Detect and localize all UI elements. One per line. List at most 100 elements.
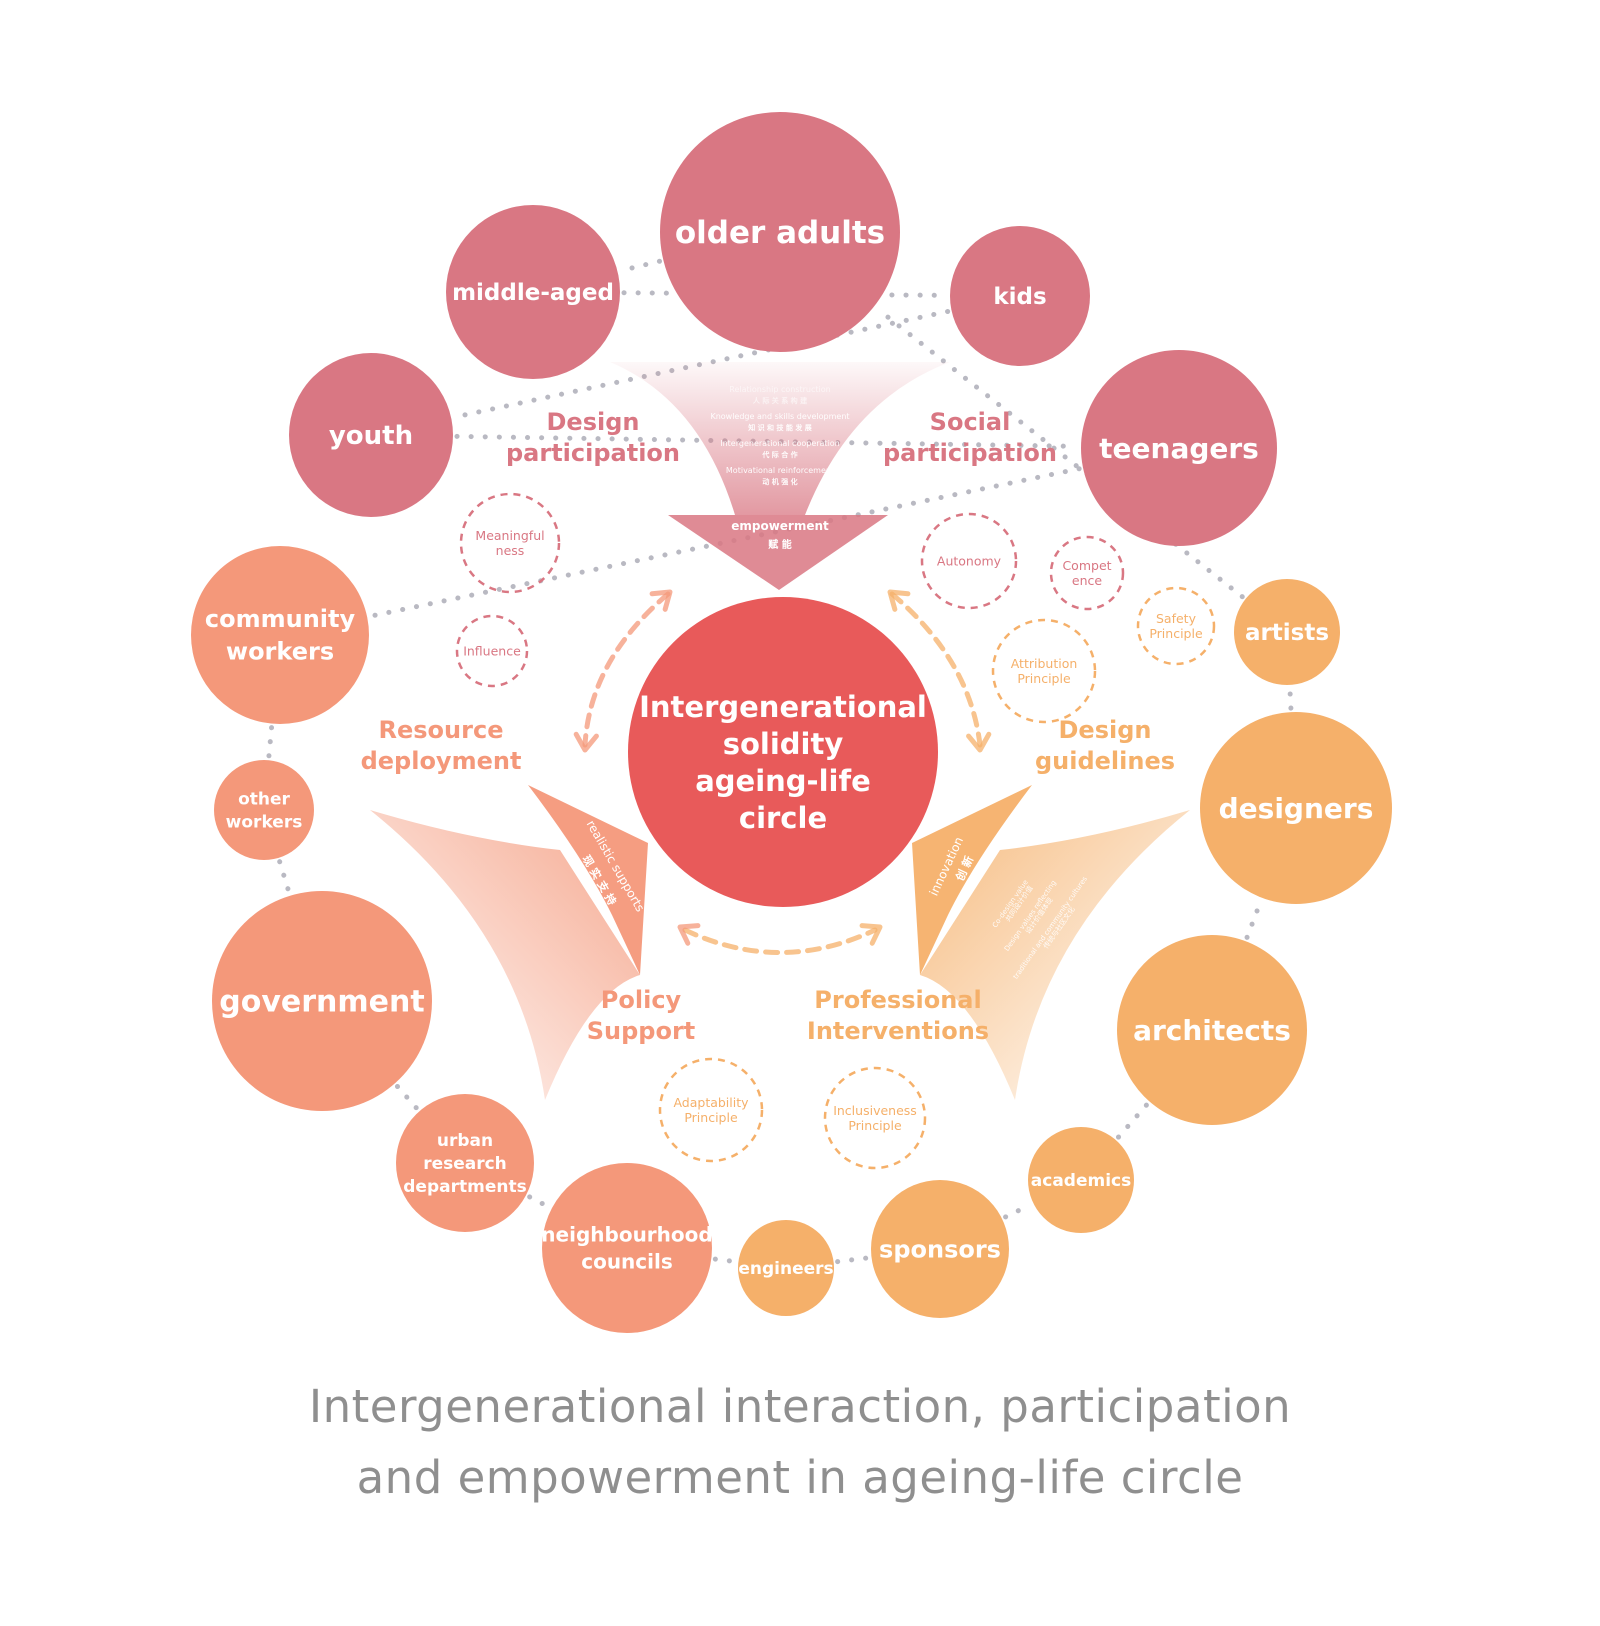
connector-dotted-line <box>1115 1102 1150 1140</box>
node-circle <box>214 760 314 860</box>
node-circle <box>446 205 620 379</box>
section-design-guidelines: Design guidelines <box>1035 716 1175 775</box>
principle-label: Principle <box>684 1110 738 1125</box>
node-circle <box>191 546 369 724</box>
section-label: Design <box>547 408 640 436</box>
node-artists: artists <box>1234 579 1340 685</box>
principle-label: Principle <box>1149 626 1203 641</box>
node-label: workers <box>226 638 334 666</box>
principle-label: Attribution <box>1011 656 1078 671</box>
dashed-arrow-right <box>889 591 983 748</box>
arrowhead-icon <box>966 731 992 753</box>
node-label: other <box>238 789 290 809</box>
caption-line-2: and empowerment in ageing-life circle <box>356 1451 1244 1504</box>
principle-circle <box>455 614 529 688</box>
funnel-item-text: 代 际 合 作 <box>761 450 797 459</box>
node-circle <box>1117 935 1307 1125</box>
node-label: kids <box>993 284 1046 310</box>
funnel-item-text: 动 机 强 化 <box>762 477 797 486</box>
principle-circle <box>823 1066 927 1170</box>
principle-label: Autonomy <box>937 554 1002 569</box>
funnel-item-text: Motivational reinforcement <box>726 466 834 475</box>
principle-circle <box>459 492 561 594</box>
node-architects: architects <box>1117 935 1307 1125</box>
section-label: deployment <box>361 747 522 775</box>
dashed-arrow-left <box>582 591 671 748</box>
connector-dotted-line <box>266 725 275 759</box>
principle-label: Inclusiveness <box>833 1103 917 1118</box>
node-label: engineers <box>738 1259 833 1279</box>
node-label: older adults <box>675 215 885 251</box>
arrowhead-icon <box>887 589 911 612</box>
node-circle <box>542 1163 712 1333</box>
connector-dotted-line <box>277 859 292 895</box>
empowerment-label: empowerment <box>731 519 829 533</box>
principle-circle <box>991 618 1097 724</box>
node-sponsors: sponsors <box>871 1180 1009 1318</box>
principle-label: Influence <box>463 644 521 659</box>
principle-label: Compet <box>1062 558 1111 573</box>
center-title-line: solidity <box>723 727 844 761</box>
center-title-line: circle <box>739 801 827 835</box>
node-designers: designers <box>1200 712 1392 904</box>
funnel-item-text: Knowledge and skills development <box>710 412 849 421</box>
node-label: government <box>219 985 424 1020</box>
funnel-item-text: 知 识 和 技 能 发 展 <box>747 423 813 432</box>
connector-dotted-line <box>712 1256 737 1265</box>
node-label: urban <box>437 1131 493 1151</box>
node-label: departments <box>403 1177 526 1197</box>
node-label: community <box>205 605 356 633</box>
connector-dotted-line <box>621 290 949 298</box>
center-circle: Intergenerationalsolidityageing-lifecirc… <box>628 597 938 907</box>
node-label: workers <box>226 812 303 832</box>
funnel-item-text: Intergenerational cooperation <box>720 439 840 448</box>
section-label: guidelines <box>1035 747 1175 775</box>
principle-circle <box>658 1057 764 1163</box>
funnel-item-text: Relationship construction <box>729 385 830 394</box>
node-circle <box>1234 579 1340 685</box>
node-government: government <box>212 891 432 1111</box>
principle-label: Adaptability <box>673 1095 749 1110</box>
node-label: middle-aged <box>452 280 614 306</box>
node-community-workers: community workers <box>191 546 369 724</box>
connector-dotted-line <box>1003 1202 1033 1220</box>
dashed-arrow-bottom <box>682 927 878 955</box>
right-arrowhead <box>912 785 1032 975</box>
node-circle <box>289 353 453 517</box>
node-circle <box>1081 350 1277 546</box>
arrowhead-icon <box>649 589 673 612</box>
node-engineers: engineers <box>738 1220 834 1316</box>
node-circle <box>212 891 432 1111</box>
node-older-adults: older adults <box>660 112 900 352</box>
node-circle <box>738 1220 834 1316</box>
node-circle <box>950 226 1090 366</box>
node-other-workers: other workers <box>214 760 314 860</box>
center-title-line: Intergenerational <box>639 690 927 724</box>
principle-autonomy: Autonomy <box>920 512 1018 610</box>
left-arrow-tail <box>370 810 640 1100</box>
principle-circle <box>920 512 1018 610</box>
section-label: participation <box>883 439 1057 467</box>
right-arrow-tail <box>920 810 1190 1100</box>
node-label: teenagers <box>1099 432 1259 465</box>
node-label: councils <box>581 1250 673 1274</box>
node-label: neighbourhood <box>541 1223 712 1247</box>
node-label: academics <box>1031 1171 1131 1191</box>
section-label: Professional <box>814 986 981 1014</box>
section-label: Design <box>1059 716 1152 744</box>
node-label: designers <box>1219 792 1374 825</box>
node-neighbourhood-councils: neighbourhood councils <box>541 1163 713 1333</box>
caption-line-1: Intergenerational interaction, participa… <box>308 1380 1292 1433</box>
